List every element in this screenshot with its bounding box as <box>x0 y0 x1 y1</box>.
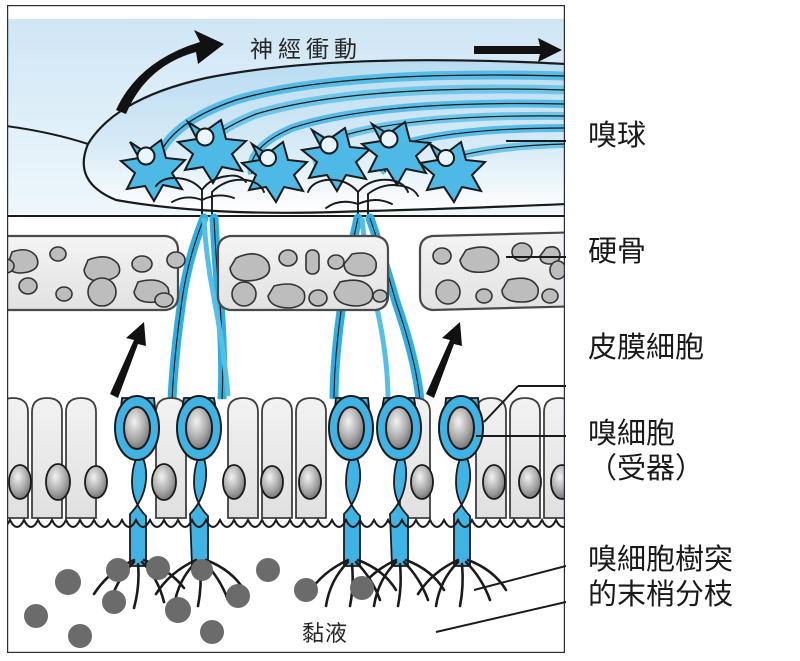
label-dendrite-line1: 嗅細胞樹突 <box>588 542 734 576</box>
label-olfactory-cell-line1: 嗅細胞 <box>588 416 676 450</box>
bone-segment <box>7 234 186 312</box>
odor-molecules <box>24 556 374 648</box>
bone-segment <box>216 234 390 312</box>
mitral-cell <box>417 140 488 204</box>
leader-dendrite-1 <box>473 565 566 591</box>
bone-segment <box>418 231 565 312</box>
figure-panel: 神經衝動 黏液 <box>6 4 566 654</box>
label-dendrite-terminal-branches: 嗅細胞樹突 的末梢分枝 <box>588 542 733 613</box>
signal-arrows <box>110 322 462 398</box>
mitral-cell <box>175 118 249 185</box>
label-olfactory-cell-line2: （受器） <box>588 451 705 486</box>
mitral-cells <box>118 118 488 204</box>
label-epithelial-cell: 皮膜細胞 <box>588 330 705 364</box>
mitral-cell <box>239 140 310 204</box>
leader-epithelial-diagonal <box>483 385 519 423</box>
leader-lines <box>435 140 566 633</box>
mitral-cell <box>299 126 373 193</box>
mitral-cell <box>359 120 433 187</box>
leader-dendrite-2 <box>435 601 566 633</box>
olfactory-epithelium <box>7 395 565 567</box>
glomerular-tufts <box>155 174 419 221</box>
signal-arrow-left <box>110 322 146 398</box>
cilia-border <box>7 517 565 528</box>
olfactory-diagram-svg <box>7 5 566 653</box>
label-olfactory-cell: 嗅細胞 （受器） <box>588 416 704 487</box>
label-bone: 硬骨 <box>588 234 647 268</box>
top-white-strip <box>7 5 565 19</box>
bone-segments <box>7 231 565 312</box>
nasal-cavity-edge <box>7 125 89 145</box>
receptor-nuclei <box>123 406 475 450</box>
nerve-impulse-label: 神經衝動 <box>250 37 362 63</box>
label-olfactory-bulb: 嗅球 <box>588 118 647 152</box>
signal-arrow-right <box>426 322 462 398</box>
mitral-cell <box>118 138 188 203</box>
label-dendrite-line2: 的末梢分枝 <box>588 577 734 612</box>
mucus-label: 黏液 <box>302 622 349 647</box>
epithelial-nuclei <box>8 463 565 501</box>
olfactory-receptor-cells <box>114 395 484 567</box>
